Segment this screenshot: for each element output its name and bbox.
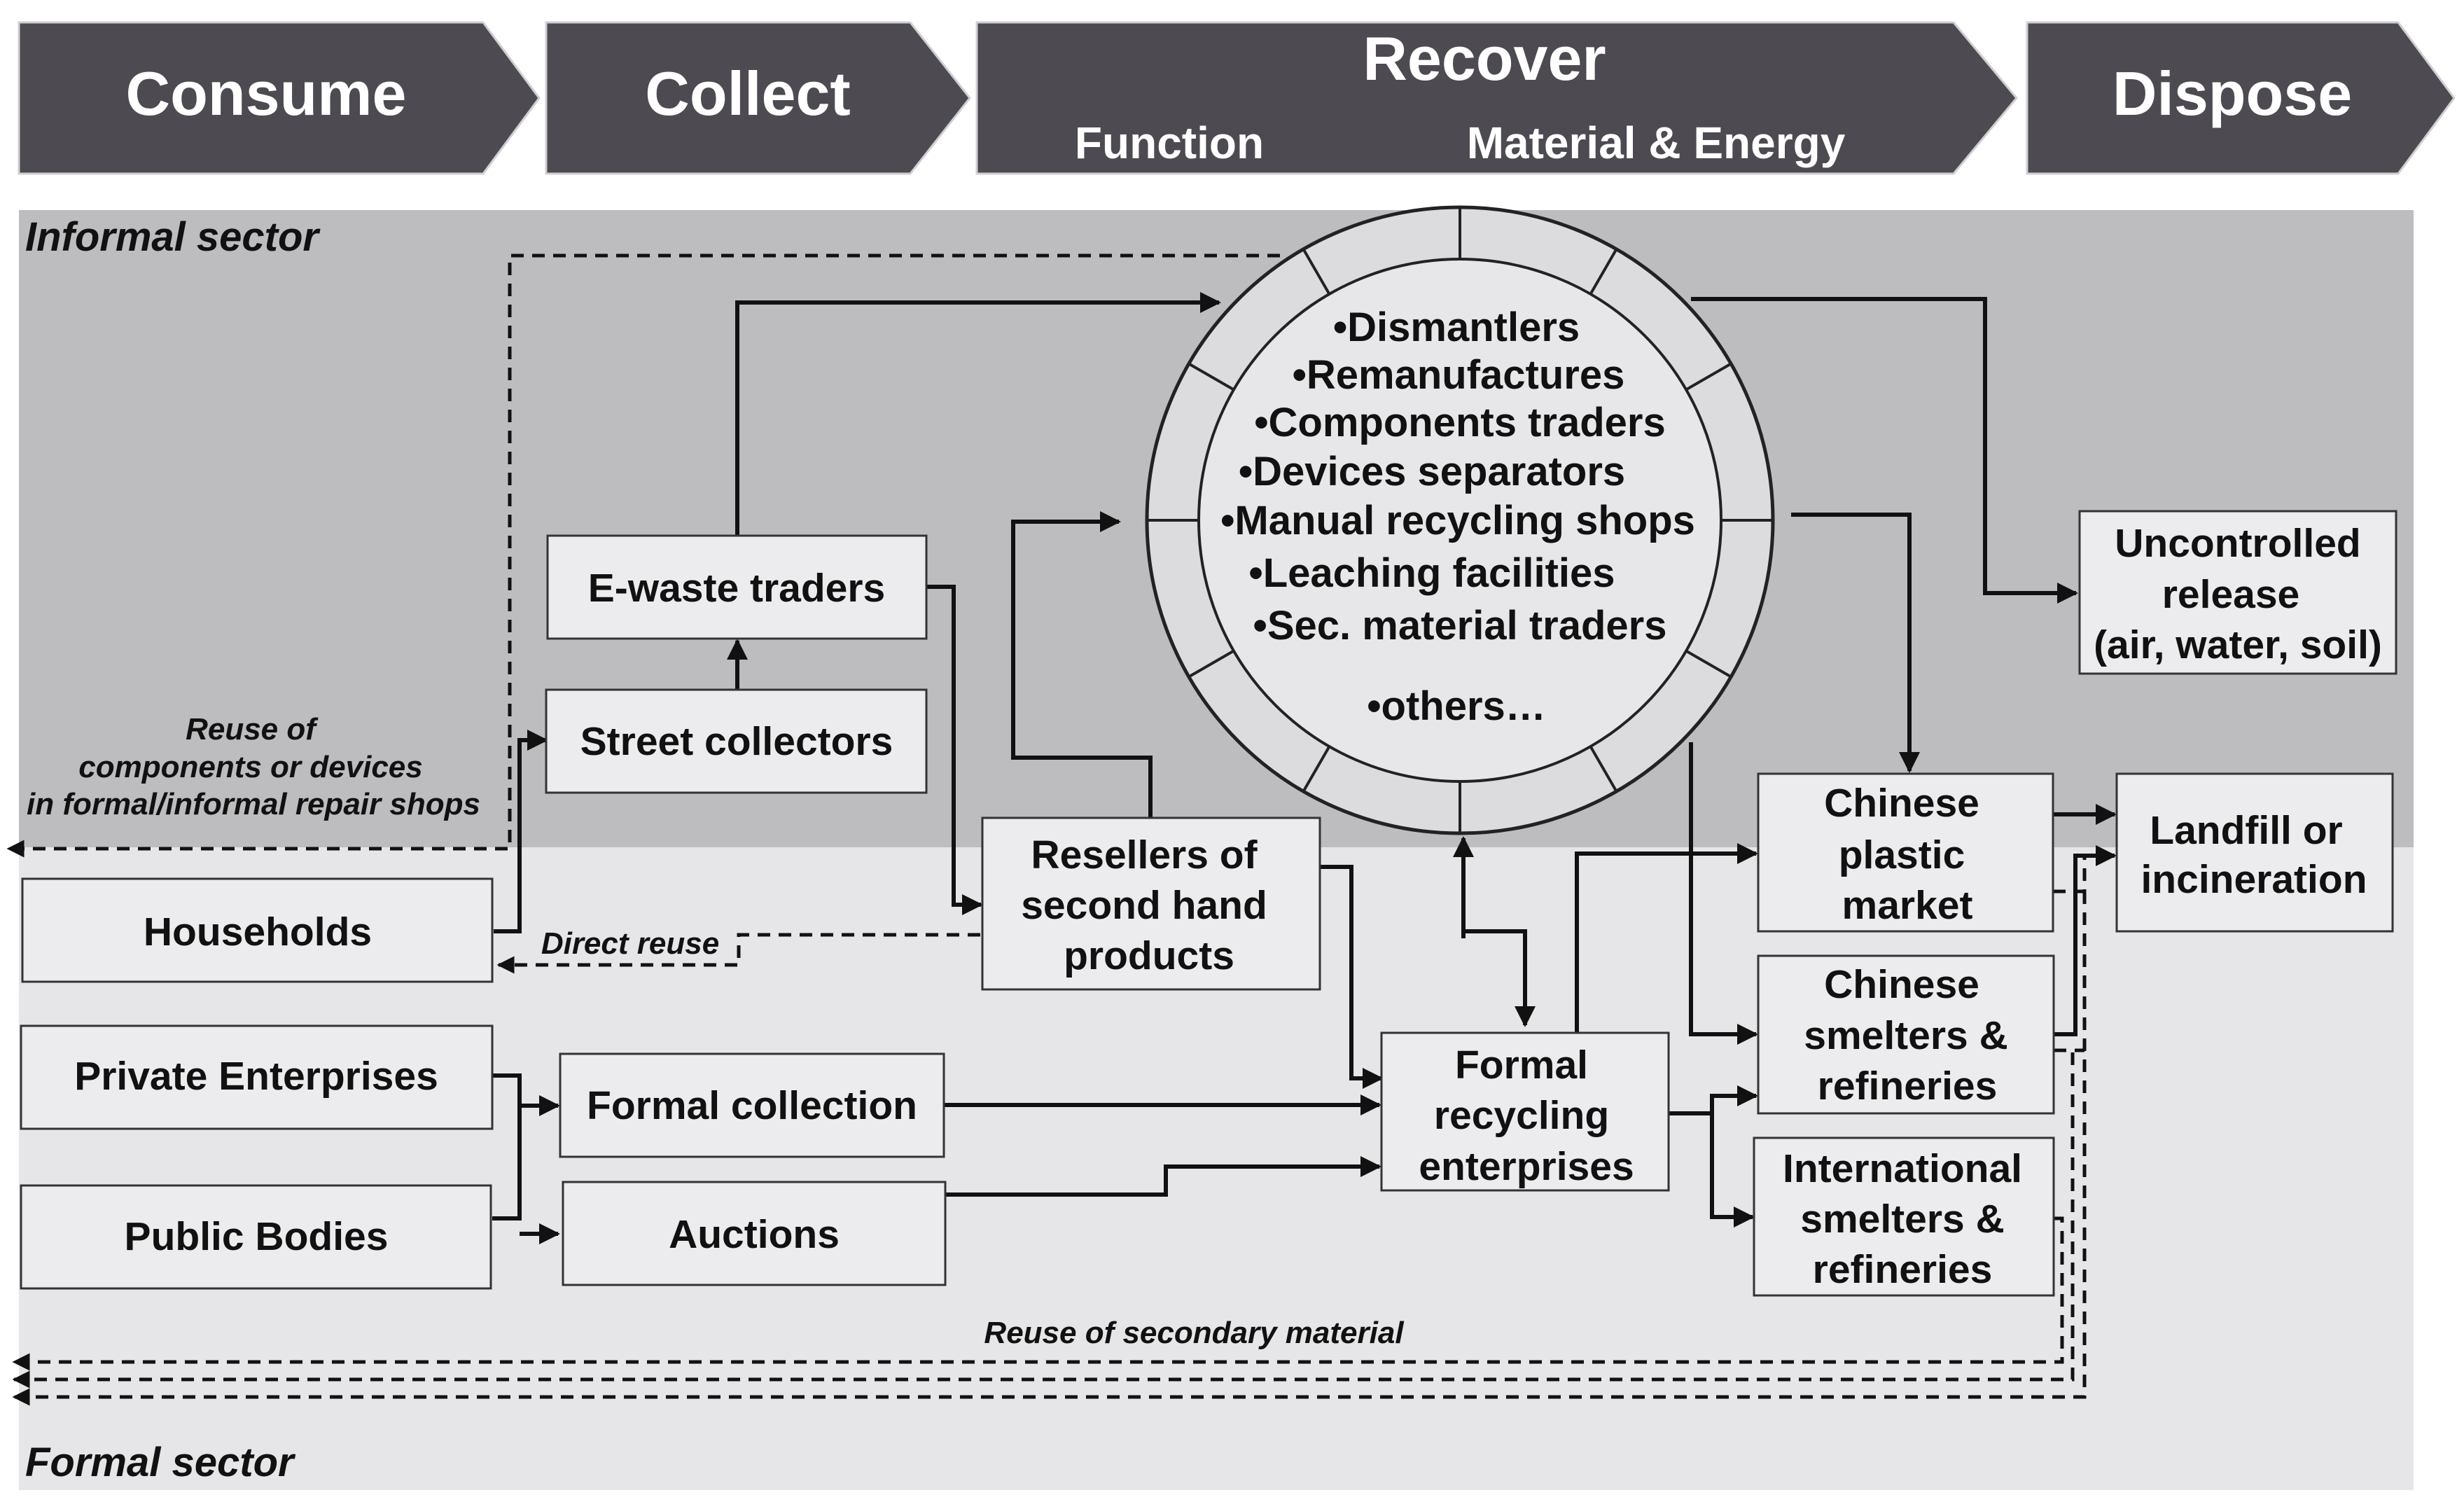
informal-recycling-hub: •Dismantlers •Remanufactures •Components…: [1145, 205, 1775, 835]
phase-dispose-arrow: [2026, 21, 2456, 175]
chinese-plastic-line-1: Chinese: [1824, 781, 1979, 826]
hub-item-devices-separators: •Devices separators: [1239, 449, 1625, 494]
hub-ring-spokes: [1147, 207, 1773, 833]
phase-dispose: Dispose: [2113, 59, 2352, 128]
international-smelters-line-3: refineries: [1813, 1247, 1993, 1292]
hub-item-remanufactures: •Remanufactures: [1293, 352, 1625, 398]
landfill-box: Landfill or incineration: [2115, 772, 2394, 933]
ewaste-traders-box: E-waste traders: [546, 534, 928, 640]
hub-item-sec-material-traders: •Sec. material traders: [1253, 603, 1667, 648]
chinese-plastic-line-2: plastic: [1839, 833, 1965, 877]
international-smelters-line-2: smelters &: [1800, 1197, 2005, 1242]
hub-item-manual-recycling-shops: •Manual recycling shops: [1220, 498, 1695, 543]
international-smelters-line-1: International: [1783, 1146, 2022, 1191]
phase-recover-material: Material & Energy: [1467, 118, 1846, 168]
phase-consume: Consume: [126, 59, 407, 128]
chinese-smelters-line-2: smelters &: [1804, 1013, 2008, 1058]
formal-recycling-line-1: Formal: [1455, 1043, 1588, 1087]
uncontrolled-release-box: Uncontrolled release (air, water, soil): [2078, 510, 2397, 675]
reuse-secondary-label: Reuse of secondary material: [984, 1316, 1404, 1350]
phase-recover: Recover: [1363, 24, 1606, 93]
formal-collection-box: Formal collection: [559, 1052, 945, 1158]
chinese-smelters-box: Chinese smelters & refineries: [1757, 954, 2055, 1115]
formal-recycling-line-3: enterprises: [1419, 1144, 1634, 1189]
auctions-label: Auctions: [669, 1212, 840, 1257]
reuse-components-line-1: Reuse of: [186, 712, 319, 746]
formal-collection-label: Formal collection: [587, 1083, 917, 1128]
phase-consume-arrow: [18, 21, 541, 175]
auctions-box: Auctions: [562, 1181, 947, 1286]
resellers-box: Resellers of second hand products: [981, 816, 1321, 991]
informal-sector-label: Informal sector: [25, 214, 321, 260]
public-bodies-label: Public Bodies: [125, 1214, 389, 1259]
phase-recover-arrow: [975, 21, 2018, 175]
formal-sector-label: Formal sector: [25, 1440, 296, 1485]
phase-collect: Collect: [645, 59, 850, 128]
reuse-components-line-3: in formal/informal repair shops: [27, 787, 480, 821]
chinese-plastic-line-3: market: [1842, 883, 1973, 928]
hub-item-dismantlers: •Dismantlers: [1333, 305, 1580, 350]
resellers-line-2: second hand: [1021, 883, 1267, 928]
chinese-smelters-line-1: Chinese: [1824, 962, 1979, 1007]
reuse-flows: [6, 253, 2117, 1406]
phase-recover-function: Function: [1075, 118, 1264, 168]
hub-item-others: •others…: [1367, 683, 1546, 729]
resellers-line-1: Resellers of: [1031, 833, 1258, 877]
chinese-smelters-line-3: refineries: [1818, 1064, 1998, 1108]
uncontrolled-release-line-3: (air, water, soil): [2094, 623, 2382, 667]
formal-recycling-box: Formal recycling enterprises: [1380, 1031, 1670, 1192]
landfill-line-2: incineration: [2141, 857, 2367, 902]
public-bodies-box: Public Bodies: [20, 1184, 492, 1290]
international-smelters-box: International smelters & refineries: [1753, 1136, 2055, 1297]
phase-bar: Consume Collect Recover Function Materia…: [18, 21, 2456, 175]
direct-reuse-label: Direct reuse: [541, 926, 719, 961]
hub-item-leaching-facilities: •Leaching facilities: [1248, 550, 1615, 596]
hub-item-components-traders: •Components traders: [1254, 400, 1666, 445]
private-enterprises-label: Private Enterprises: [74, 1054, 438, 1099]
private-enterprises-box: Private Enterprises: [20, 1024, 494, 1130]
households-label: Households: [144, 910, 372, 954]
reuse-components-line-2: components or devices: [78, 750, 422, 784]
material-flows: [492, 292, 2117, 1244]
formal-recycling-line-2: recycling: [1434, 1093, 1609, 1138]
phase-collect-arrow: [545, 21, 971, 175]
households-box: Households: [21, 877, 494, 983]
street-collectors-box: Street collectors: [545, 688, 928, 794]
street-collectors-label: Street collectors: [580, 719, 893, 764]
uncontrolled-release-line-1: Uncontrolled: [2115, 521, 2361, 566]
resellers-line-3: products: [1064, 933, 1234, 978]
uncontrolled-release-line-2: release: [2162, 572, 2300, 617]
landfill-line-1: Landfill or: [2150, 808, 2342, 853]
chinese-plastic-market-box: Chinese plastic market: [1757, 772, 2054, 933]
ewaste-traders-label: E-waste traders: [588, 566, 886, 611]
